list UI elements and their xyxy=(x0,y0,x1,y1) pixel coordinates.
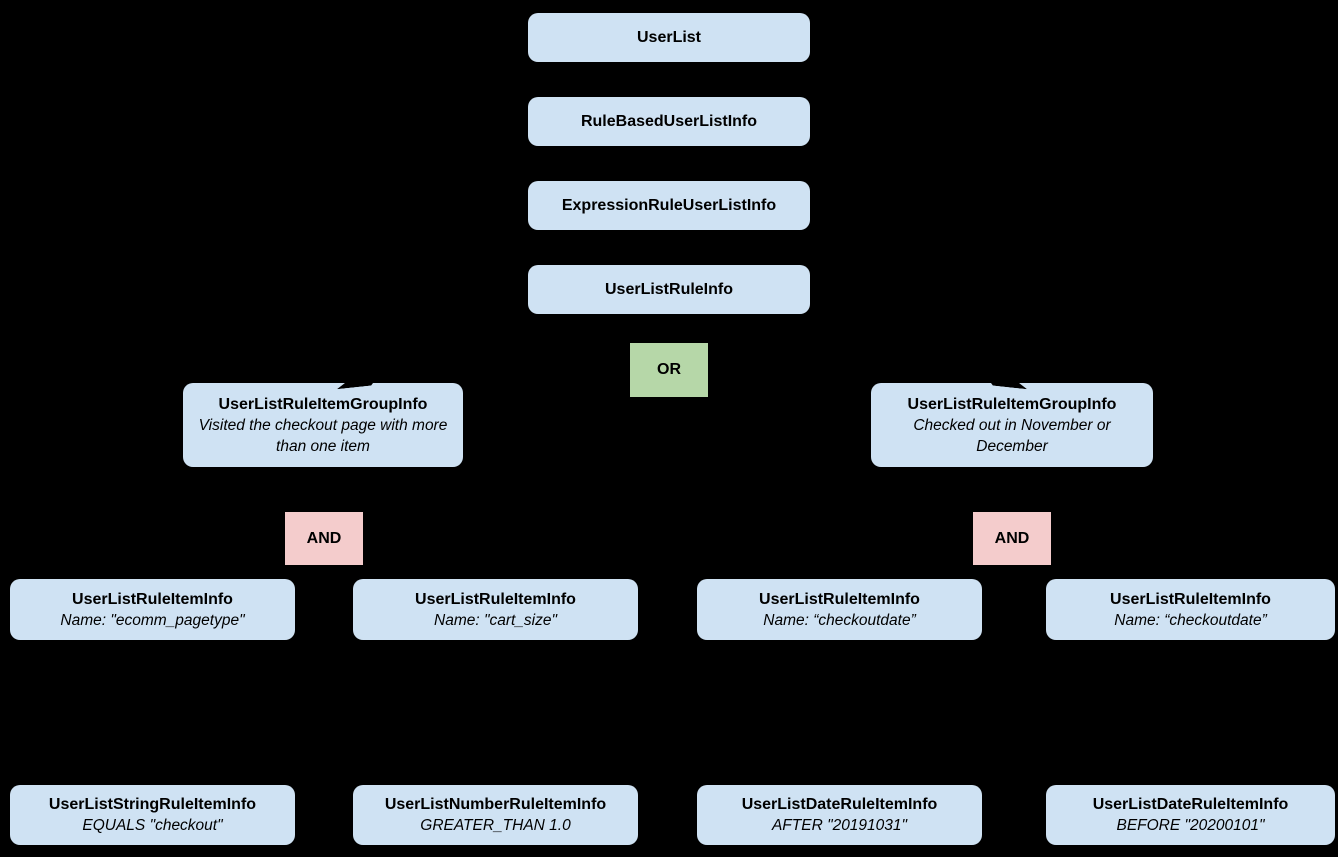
node-description: BEFORE "20200101" xyxy=(1116,817,1265,834)
node-title: UserList xyxy=(636,29,702,46)
node-title: UserListRuleItemInfo xyxy=(1110,590,1271,608)
node-description: Checked out in November or December xyxy=(913,416,1111,455)
node-expression-rule-user-list-info: ExpressionRuleUserListInfo xyxy=(528,181,810,230)
and-operator-right: AND xyxy=(973,512,1051,565)
node-rule-based-user-list-info: RuleBasedUserListInfo xyxy=(528,97,810,146)
node-title: UserListRuleItemInfo xyxy=(72,590,233,608)
node-user-list-rule-info: UserListRuleInfo xyxy=(528,265,810,314)
node-title: UserListRuleItemGroupInfo xyxy=(907,395,1117,413)
node-rule-item-group-left: UserListRuleItemGroupInfo Visited the ch… xyxy=(183,383,463,467)
node-date-rule-item-info-left: UserListDateRuleItemInfo AFTER "20191031… xyxy=(697,785,982,845)
node-title: UserListRuleItemInfo xyxy=(415,590,576,608)
node-title: UserListRuleItemInfo xyxy=(759,590,920,608)
node-description: AFTER "20191031" xyxy=(771,817,908,834)
and-label: AND xyxy=(994,529,1030,547)
node-description: Name: "cart_size" xyxy=(434,611,557,629)
node-rule-item-4: UserListRuleItemInfo Name: “checkoutdate… xyxy=(1046,579,1335,640)
node-title: UserListDateRuleItemInfo xyxy=(1092,796,1289,813)
node-title: ExpressionRuleUserListInfo xyxy=(561,197,777,214)
node-rule-item-1: UserListRuleItemInfo Name: "ecomm_pagety… xyxy=(10,579,295,640)
node-title: UserListRuleInfo xyxy=(604,281,733,298)
node-description: GREATER_THAN 1.0 xyxy=(420,817,571,834)
node-rule-item-3: UserListRuleItemInfo Name: “checkoutdate… xyxy=(697,579,982,640)
and-label: AND xyxy=(306,529,342,547)
node-rule-item-group-right: UserListRuleItemGroupInfo Checked out in… xyxy=(871,383,1153,467)
node-description: Name: "ecomm_pagetype" xyxy=(60,611,245,629)
and-operator-left: AND xyxy=(285,512,363,565)
node-string-rule-item-info: UserListStringRuleItemInfo EQUALS "check… xyxy=(10,785,295,845)
node-description: Name: “checkoutdate” xyxy=(763,611,916,629)
node-title: UserListDateRuleItemInfo xyxy=(741,796,938,813)
node-title: UserListNumberRuleItemInfo xyxy=(384,796,607,813)
node-description: Visited the checkout page with more than… xyxy=(198,416,448,455)
node-title: RuleBasedUserListInfo xyxy=(580,113,758,130)
node-title: UserListRuleItemGroupInfo xyxy=(218,395,428,413)
node-rule-item-2: UserListRuleItemInfo Name: "cart_size" xyxy=(353,579,638,640)
or-label: OR xyxy=(657,361,681,378)
node-description: Name: “checkoutdate” xyxy=(1114,611,1267,629)
or-operator: OR xyxy=(630,343,708,397)
node-userlist: UserList xyxy=(528,13,810,62)
node-number-rule-item-info: UserListNumberRuleItemInfo GREATER_THAN … xyxy=(353,785,638,845)
node-title: UserListStringRuleItemInfo xyxy=(48,796,257,813)
node-description: EQUALS "checkout" xyxy=(82,817,223,834)
node-date-rule-item-info-right: UserListDateRuleItemInfo BEFORE "2020010… xyxy=(1046,785,1335,845)
